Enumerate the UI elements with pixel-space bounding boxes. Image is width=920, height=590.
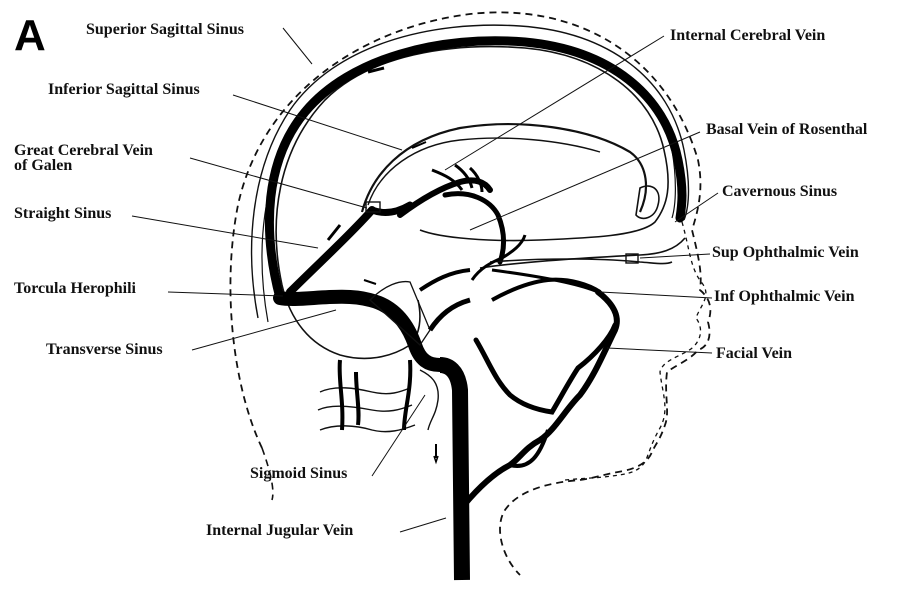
leader-line xyxy=(445,36,664,170)
skull-outline xyxy=(252,25,689,318)
leader-line xyxy=(283,28,312,64)
label-sigmoid-sinus: Sigmoid Sinus xyxy=(250,466,347,482)
label-inf-ophthalmic-vein: Inf Ophthalmic Vein xyxy=(714,289,854,305)
leader-line xyxy=(607,348,712,353)
vertebral-veins-2 xyxy=(420,370,438,430)
facial-vein-lower xyxy=(464,292,617,505)
flow-arrow xyxy=(328,225,340,240)
flow-arrow xyxy=(364,280,376,284)
vertebral-veins xyxy=(340,360,411,430)
internal-jugular-vein xyxy=(440,365,462,580)
label-straight-sinus: Straight Sinus xyxy=(14,206,111,222)
straight-sinus xyxy=(290,210,372,292)
leader-line xyxy=(372,395,425,476)
label-internal-jugular-vein: Internal Jugular Vein xyxy=(206,523,353,539)
leader-line xyxy=(470,132,700,230)
label-basal-vein-rosenthal: Basal Vein of Rosenthal xyxy=(706,122,867,138)
label-of-galen: of Galen xyxy=(14,158,72,174)
leader-line xyxy=(132,216,318,248)
label-inferior-sagittal-sinus: Inferior Sagittal Sinus xyxy=(48,82,200,98)
panel-letter: A xyxy=(14,14,46,58)
leader-line xyxy=(600,292,712,298)
label-transverse-sinus: Transverse Sinus xyxy=(46,342,163,358)
leader-line xyxy=(168,292,283,296)
eye-orbit xyxy=(636,186,659,218)
inferior-sagittal-sinus-line xyxy=(368,138,600,205)
petrosal-sinus xyxy=(420,270,470,290)
label-cavernous-sinus: Cavernous Sinus xyxy=(722,184,837,200)
label-torcula-herophili: Torcula Herophili xyxy=(14,281,136,297)
label-facial-vein: Facial Vein xyxy=(716,346,792,362)
facial-vein-upper xyxy=(492,280,600,300)
corpus-callosum xyxy=(362,124,646,212)
label-internal-cerebral-vein: Internal Cerebral Vein xyxy=(670,28,825,44)
label-superior-sagittal-sinus: Superior Sagittal Sinus xyxy=(86,22,244,38)
face-profile xyxy=(565,222,706,480)
label-sup-ophthalmic-vein: Sup Ophthalmic Vein xyxy=(712,245,859,261)
vertebrae xyxy=(318,388,415,432)
sigmoid-small xyxy=(430,300,470,330)
superior-sagittal-sinus xyxy=(269,41,682,298)
leader-line xyxy=(192,310,336,350)
leader-line xyxy=(400,518,446,532)
